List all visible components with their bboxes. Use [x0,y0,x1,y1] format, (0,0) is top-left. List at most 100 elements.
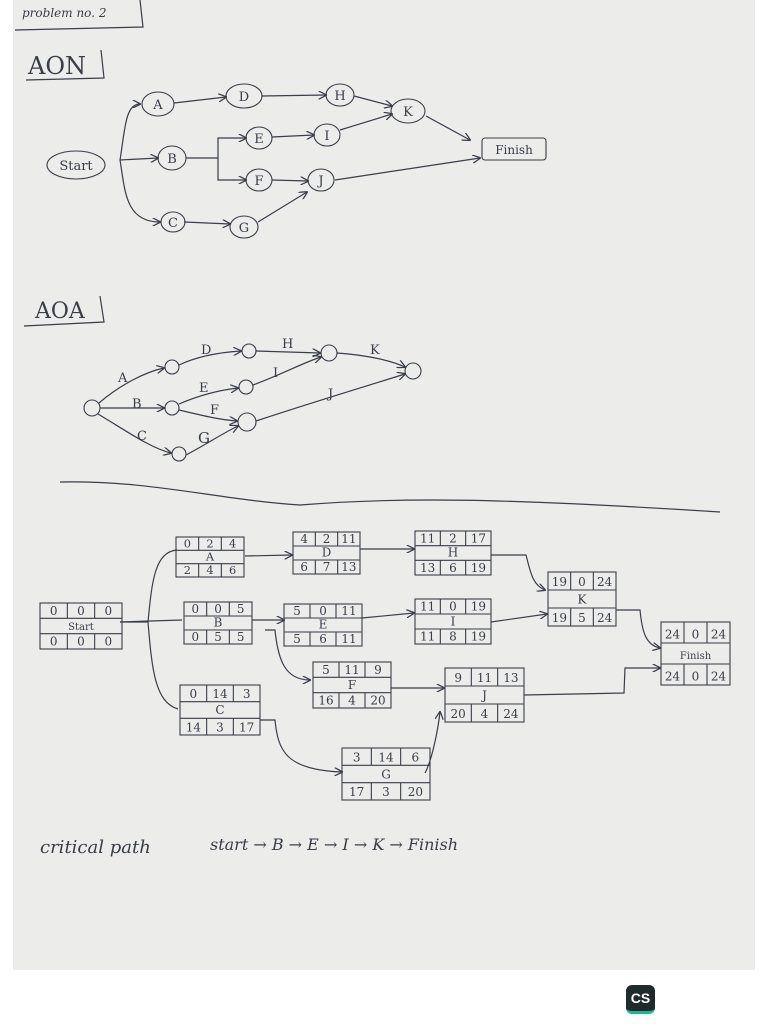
early-start: 4 [300,532,308,546]
aoa-label-j: J [326,387,333,402]
aon-node-d: D [226,84,262,108]
svg-text:I: I [324,129,329,144]
aon-diagram: AON Start A B C [26,50,546,238]
late-start: 19 [552,611,567,625]
aon-node-a: A [142,92,174,116]
early-finish: 19 [471,600,486,614]
aon-node-b: B [158,146,186,170]
duration: 0 [692,627,700,641]
late-finish: 6 [229,563,236,577]
aoa-label-i: I [273,366,278,381]
slack: 6 [449,561,457,575]
early-finish: 13 [503,671,518,685]
late-start: 11 [420,630,435,644]
aoa-event-fg [238,413,256,431]
slack: 0 [77,635,85,649]
early-finish: 6 [412,751,420,765]
duration: 0 [578,575,586,589]
aoa-diagram: AOA A B C D E F G H I J K [24,296,421,461]
aon-node-f: F [246,169,272,191]
activity-label: G [381,767,391,781]
duration: 14 [378,751,394,765]
activity-label: A [205,549,215,563]
late-finish: 5 [237,630,245,644]
late-finish: 13 [341,560,356,574]
aoa-label-g: G [198,429,210,447]
early-finish: 5 [237,602,245,616]
network-node-e: 5011E5611 [284,604,362,646]
svg-text:Finish: Finish [495,143,533,157]
network-node-j: 91113J20424 [445,668,524,722]
late-finish: 20 [370,694,385,708]
aon-node-j: J [308,169,334,191]
duration: 0 [319,604,327,618]
late-finish: 20 [408,785,423,799]
early-start: 5 [322,663,330,677]
aon-node-k: K [391,99,425,123]
aoa-label-a: A [117,371,128,386]
svg-text:G: G [239,221,249,236]
early-finish: 11 [341,604,356,618]
early-finish: 4 [229,536,236,550]
late-start: 14 [186,720,202,734]
aon-node-c: C [161,212,185,232]
svg-text:J: J [316,174,323,189]
early-start: 24 [665,627,681,641]
late-finish: 24 [503,707,519,721]
critical-path: critical path start → B → E → I → K → Fi… [40,835,458,858]
aon-node-h: H [326,84,354,106]
duration: 11 [477,671,492,685]
activity-label: Start [68,622,94,633]
svg-text:K: K [403,105,413,120]
activity-label: F [348,678,356,692]
network-nodes: 000Start000024A246005B0550143C143174211D… [40,531,730,800]
early-start: 0 [184,536,191,550]
activity-label: B [214,616,223,630]
early-start: 11 [420,600,435,614]
slack: 6 [319,632,327,646]
late-start: 2 [184,563,191,577]
aon-node-start: Start [47,151,105,179]
svg-text:E: E [254,132,264,147]
network-node-h: 11217H13619 [415,531,491,575]
svg-text:D: D [239,90,249,105]
activity-label: C [215,703,224,717]
late-finish: 0 [105,635,113,649]
slack: 3 [216,720,224,734]
aoa-label-h: H [282,337,293,352]
aoa-label-d: D [201,343,211,358]
problem-title: problem no. 2 [22,6,106,20]
aoa-event-a [165,360,179,374]
early-finish: 17 [471,531,486,545]
svg-text:C: C [168,216,178,231]
svg-text:Start: Start [59,159,93,174]
late-start: 16 [318,694,333,708]
slack: 4 [481,707,489,721]
section-divider [60,482,720,512]
svg-text:H: H [334,89,345,104]
late-start: 24 [665,669,681,683]
slack: 7 [323,560,331,574]
critical-path-label: critical path [40,837,151,858]
early-start: 3 [353,751,361,765]
svg-text:A: A [152,98,163,113]
duration: 0 [77,604,85,618]
aoa-event-d [242,344,256,358]
problem-header: problem no. 2 [15,0,143,30]
aoa-label-f: F [210,403,219,418]
aon-node-i: I [314,124,340,146]
early-start: 0 [190,687,198,701]
late-start: 5 [293,632,301,646]
activity-label: K [578,593,588,607]
duration: 0 [449,600,457,614]
slack: 0 [692,669,700,683]
duration: 11 [344,663,359,677]
aoa-event-e [239,380,253,394]
aon-node-e: E [246,127,272,149]
